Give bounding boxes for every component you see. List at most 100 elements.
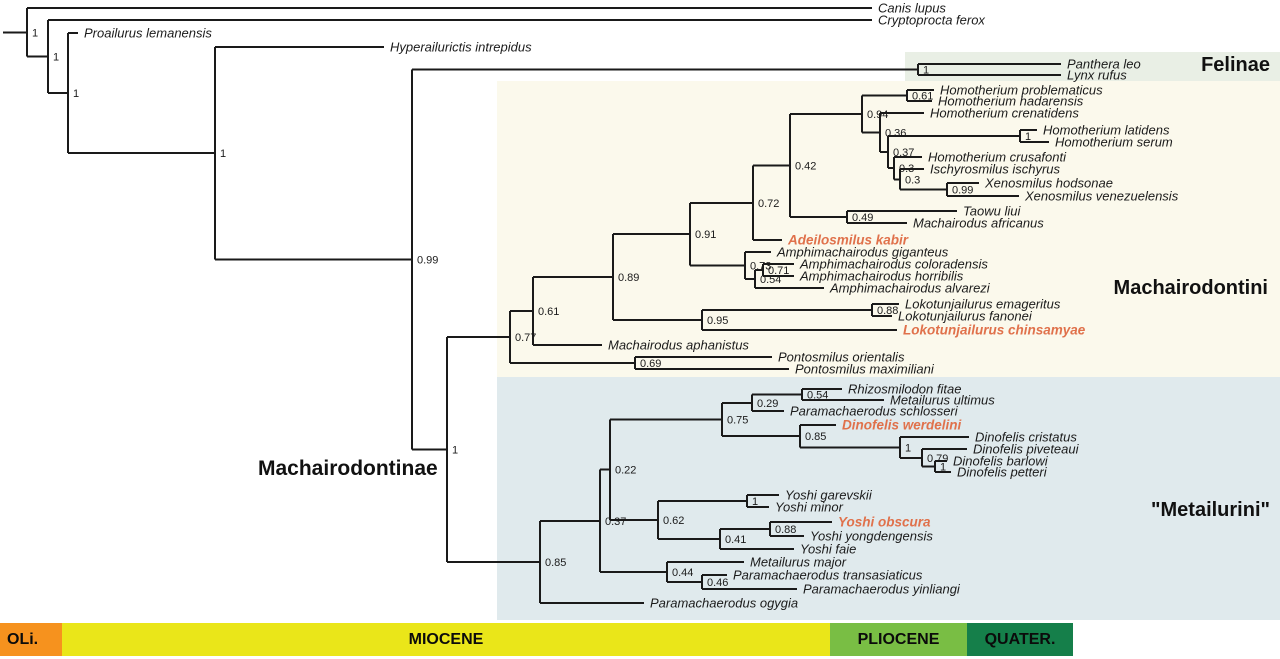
support-value: 0.61: [912, 91, 933, 103]
support-value: 0.37: [893, 147, 914, 159]
machairodontini-label: Machairodontini: [1113, 277, 1268, 299]
taxon-yoshi-faie: Yoshi faie: [800, 542, 856, 557]
taxon-paramachaerodus-ogygia: Paramachaerodus ogygia: [650, 596, 798, 611]
taxon-machairodus-aphanistus: Machairodus aphanistus: [608, 338, 749, 353]
support-value: 0.42: [795, 161, 816, 173]
support-value: 0.36: [885, 128, 906, 140]
support-value: 0.72: [758, 198, 779, 210]
support-value: 1: [923, 65, 929, 77]
support-value: 0.89: [618, 272, 639, 284]
support-value: 0.3: [899, 163, 914, 175]
taxon-taowu-liui: Taowu liui: [963, 204, 1021, 219]
taxon-canis-lupus: Canis lupus: [878, 1, 946, 16]
support-value: 1: [940, 462, 946, 474]
taxon-xenosmilus-hodsonae: Xenosmilus hodsonae: [984, 176, 1113, 191]
support-value: 0.99: [952, 185, 973, 197]
geologic-timescale: OLi. MIOCENE PLIOCENE QUATER.: [0, 623, 1280, 656]
support-value: 0.3: [905, 174, 920, 186]
support-value: 1: [73, 88, 79, 100]
taxon-metailurus-ultimus: Metailurus ultimus: [890, 393, 995, 408]
taxon-amphimachairodus-horribilis: Amphimachairodus horribilis: [799, 269, 964, 284]
taxon-metailurus-major: Metailurus major: [750, 555, 847, 570]
taxon-yoshi-minor: Yoshi minor: [775, 500, 844, 515]
timescale-label: MIOCENE: [408, 630, 484, 648]
taxon-yoshi-yongdengensis: Yoshi yongdengensis: [810, 529, 933, 544]
taxon-machairodus-africanus: Machairodus africanus: [913, 216, 1044, 231]
taxon-lokotunjailurus-emageritus: Lokotunjailurus emageritus: [905, 297, 1061, 312]
timescale-quater-: QUATER.: [967, 623, 1073, 656]
taxon-dinofelis-barlowi: Dinofelis barlowi: [953, 454, 1049, 469]
taxon-homotherium-crusafonti: Homotherium crusafonti: [928, 150, 1067, 165]
taxon-amphimachairodus-alvarezi: Amphimachairodus alvarezi: [829, 281, 991, 296]
taxon-rhizosmilodon-fitae: Rhizosmilodon fitae: [848, 382, 961, 397]
taxon-hyperailurictis-intrepidus: Hyperailurictis intrepidus: [390, 40, 532, 55]
support-value: 1: [905, 442, 911, 454]
support-value: 0.91: [695, 229, 716, 241]
taxon-ischyrosmilus-ischyrus: Ischyrosmilus ischyrus: [930, 162, 1061, 177]
support-value: 0.49: [852, 212, 873, 224]
taxon-dinofelis-petteri: Dinofelis petteri: [957, 465, 1048, 480]
taxon-pontosmilus-orientalis: Pontosmilus orientalis: [778, 350, 905, 365]
taxon-homotherium-serum: Homotherium serum: [1055, 135, 1173, 150]
support-value: 0.71: [768, 265, 789, 277]
support-value: 1: [452, 444, 458, 456]
timescale-label: QUATER.: [984, 630, 1056, 648]
felinae-label: Felinae: [1201, 54, 1270, 76]
support-value: 0.79: [927, 453, 948, 465]
taxon-dinofelis-werdelini: Dinofelis werdelini: [842, 418, 962, 433]
support-value: 0.85: [805, 431, 826, 443]
timescale-label: PLIOCENE: [857, 630, 940, 648]
support-value: 1: [32, 27, 38, 39]
taxon-amphimachairodus-coloradensis: Amphimachairodus coloradensis: [799, 257, 988, 272]
support-value: 0.69: [640, 358, 661, 370]
support-value: 0.88: [775, 524, 796, 536]
taxon-pontosmilus-maximiliani: Pontosmilus maximiliani: [795, 362, 935, 377]
support-value: 1: [220, 148, 226, 160]
taxon-cryptoprocta-ferox: Cryptoprocta ferox: [878, 13, 985, 28]
taxon-lynx-rufus: Lynx rufus: [1067, 68, 1127, 83]
support-value: 0.37: [605, 516, 626, 528]
taxon-dinofelis-piveteaui: Dinofelis piveteaui: [973, 442, 1080, 457]
support-value: 0.94: [867, 109, 888, 121]
support-value: 0.88: [877, 305, 898, 317]
support-value: 0.41: [725, 534, 746, 546]
timescale-miocene: MIOCENE: [62, 623, 830, 656]
support-value: 0.85: [545, 557, 566, 569]
support-value: 0.77: [515, 332, 536, 344]
taxon-amphimachairodus-giganteus: Amphimachairodus giganteus: [776, 245, 949, 260]
taxon-homotherium-problematicus: Homotherium problematicus: [940, 83, 1103, 98]
taxon-lokotunjailurus-fanonei: Lokotunjailurus fanonei: [898, 309, 1033, 324]
support-value: 0.61: [538, 306, 559, 318]
taxon-panthera-leo: Panthera leo: [1067, 57, 1141, 72]
timescale-oli-: OLi.: [0, 623, 62, 656]
support-value: 1: [53, 52, 59, 64]
support-value: 0.44: [672, 567, 693, 579]
timescale-label: OLi.: [7, 630, 39, 648]
taxon-homotherium-crenatidens: Homotherium crenatidens: [930, 106, 1079, 121]
support-value: 1: [1025, 131, 1031, 143]
taxon-paramachaerodus-yinliangi: Paramachaerodus yinliangi: [803, 582, 961, 597]
support-value: 0.54: [807, 390, 828, 402]
taxon-homotherium-hadarensis: Homotherium hadarensis: [938, 94, 1084, 109]
timescale-pliocene: PLIOCENE: [830, 623, 967, 656]
taxon-dinofelis-cristatus: Dinofelis cristatus: [975, 430, 1077, 445]
taxon-proailurus-lemanensis: Proailurus lemanensis: [84, 26, 212, 41]
support-value: 0.29: [757, 398, 778, 410]
support-value: 0.73: [750, 261, 771, 273]
metailurini-clade-band: [497, 377, 1280, 620]
support-value: 0.75: [727, 414, 748, 426]
taxon-paramachaerodus-schlosseri: Paramachaerodus schlosseri: [790, 404, 959, 419]
taxon-lokotunjailurus-chinsamyae: Lokotunjailurus chinsamyae: [903, 323, 1086, 338]
taxon-yoshi-obscura: Yoshi obscura: [838, 515, 931, 530]
taxon-xenosmilus-venezuelensis: Xenosmilus venezuelensis: [1024, 189, 1179, 204]
machairodontinae-label: Machairodontinae: [258, 457, 438, 480]
felinae-clade-band: [905, 52, 1280, 81]
taxon-adeilosmilus-kabir: Adeilosmilus kabir: [787, 233, 909, 248]
support-value: 0.46: [707, 577, 728, 589]
support-value: 1: [752, 496, 758, 508]
taxon-yoshi-garevskii: Yoshi garevskii: [785, 488, 873, 503]
support-value: 0.54: [760, 274, 781, 286]
taxon-homotherium-latidens: Homotherium latidens: [1043, 123, 1170, 138]
